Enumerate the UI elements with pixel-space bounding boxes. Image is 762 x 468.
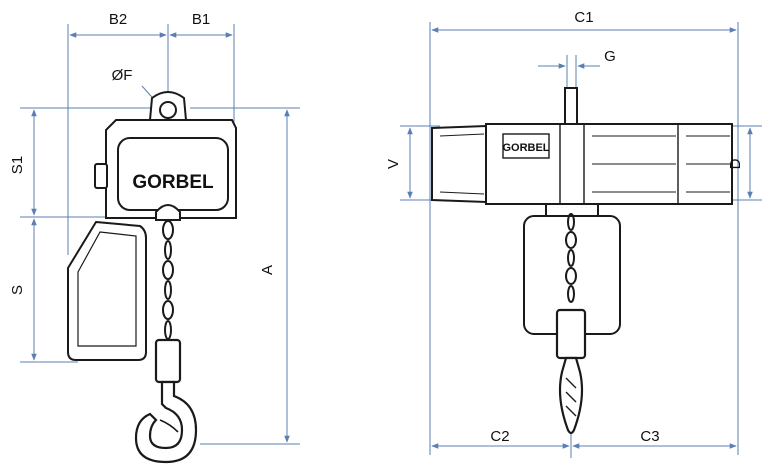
dim-label-a: A — [259, 265, 276, 275]
dim-label-c3: C3 — [640, 428, 659, 445]
dim-label-v: V — [385, 159, 402, 169]
front-hoist-body — [431, 87, 733, 335]
side-chain — [162, 220, 174, 340]
side-hook — [134, 338, 198, 464]
side-view: GORBEL B2 B1 ØF S1 S A — [9, 11, 300, 464]
dim-label-c1: C1 — [574, 9, 593, 26]
side-hoist-body — [67, 91, 237, 361]
front-hook — [555, 308, 587, 435]
dim-label-c2: C2 — [490, 428, 509, 445]
dim-label-d: D — [727, 158, 744, 169]
front-chain — [565, 213, 577, 303]
front-brand-label: GORBEL — [502, 142, 549, 154]
dim-label-b1: B1 — [192, 11, 210, 28]
side-brand-label: GORBEL — [132, 172, 214, 193]
dim-label-s: S — [9, 285, 26, 295]
dim-label-g: G — [604, 48, 616, 65]
dim-label-b2: B2 — [109, 11, 127, 28]
front-view: GORBEL C1 G V D C2 C3 — [385, 9, 762, 458]
dim-label-s1: S1 — [9, 156, 26, 174]
dim-label-f: ØF — [112, 67, 133, 84]
front-dimension-lines — [400, 22, 762, 458]
